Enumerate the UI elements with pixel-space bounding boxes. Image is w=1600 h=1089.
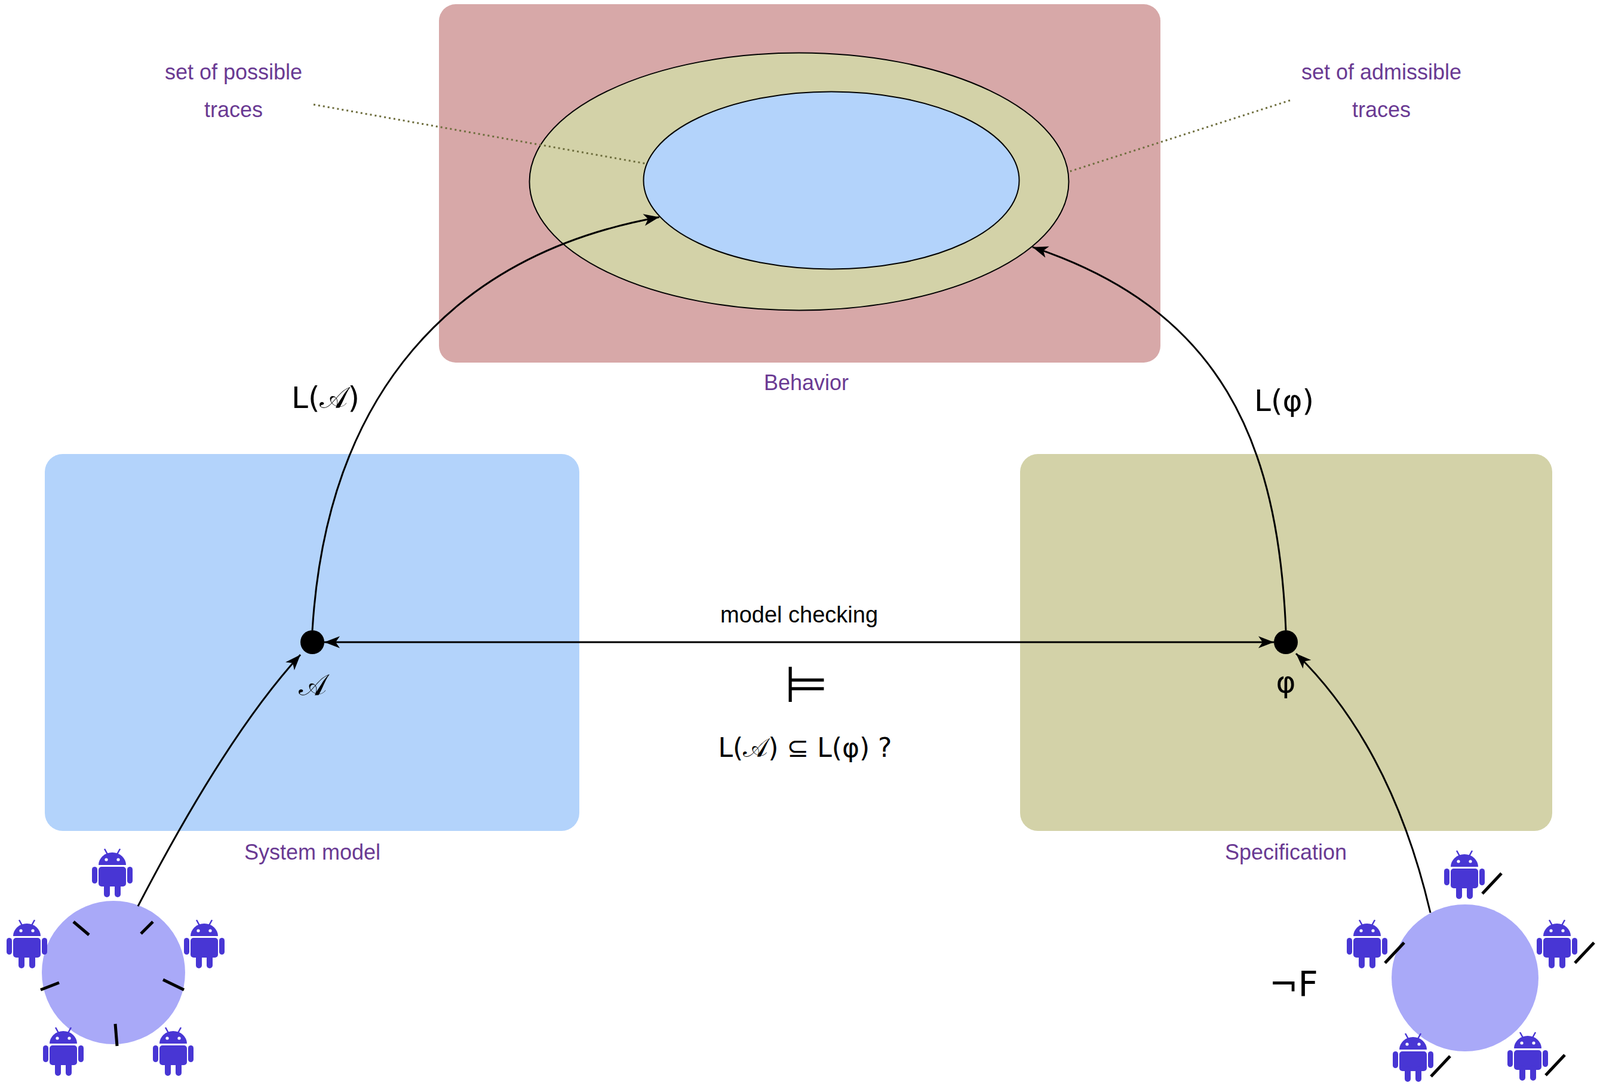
formula-dot: φ: [1273, 630, 1298, 654]
robot: [43, 1027, 84, 1076]
node-label-slot: Specification: [1224, 839, 1347, 865]
chopstick: [1545, 1054, 1565, 1076]
edge-label-slot: model checking: [720, 601, 878, 629]
edge-label: model checking: [720, 601, 878, 629]
node-label: System model: [244, 839, 381, 865]
robot: [1536, 919, 1578, 969]
specification-box: Specificationφ: [1020, 453, 1553, 831]
node-label-slot: System model: [244, 839, 381, 865]
node-label: φ: [1276, 664, 1297, 700]
chopstick: [1482, 873, 1502, 894]
chopstick: [115, 1023, 118, 1046]
robot: [1346, 919, 1388, 969]
ellipse-outline: [642, 90, 1021, 270]
robot: [1444, 850, 1485, 899]
robot: [91, 848, 133, 898]
chopstick: [1574, 942, 1595, 963]
chopstick: [1430, 1055, 1451, 1077]
edge-label: L(φ): [1254, 382, 1314, 419]
node-label: Behavior: [763, 369, 849, 396]
possible-set: set of possible traces: [642, 90, 1021, 270]
node-label: Specification: [1224, 839, 1347, 865]
connector: [1032, 247, 1286, 631]
model-dot: 𝒜: [300, 630, 325, 654]
free-label: ⊨: [784, 659, 828, 710]
table: [1391, 904, 1539, 1052]
node-label-slot: φ: [1276, 664, 1297, 700]
node-label: set of possible traces: [134, 53, 333, 129]
chopstick: [163, 979, 184, 990]
chopstick: [40, 982, 60, 990]
edge-label-slot: L(φ): [1254, 382, 1314, 419]
chopstick: [140, 921, 153, 934]
abstraction-arrow: [137, 654, 301, 907]
abstraction-arrow: [1296, 653, 1431, 913]
ellipse-shape: [643, 91, 1020, 270]
free-label-slot: ⊨: [784, 659, 828, 710]
chopstick: [1384, 942, 1405, 963]
node-label-slot: 𝒜: [298, 667, 327, 703]
free-label-slot: L(𝒜) ⊆ L(φ) ?: [718, 732, 893, 764]
node-label: 𝒜: [298, 667, 327, 703]
leader-line: [313, 104, 647, 164]
free-label-slot: ¬F: [1269, 963, 1319, 1006]
robot: [152, 1027, 194, 1076]
edge-label: L(𝒜): [291, 379, 360, 416]
table: [41, 900, 186, 1044]
ellipse-shape: [529, 53, 1070, 311]
robot: [1392, 1033, 1434, 1082]
free-label: L(𝒜) ⊆ L(φ) ?: [718, 732, 893, 764]
edge-label-slot: L(𝒜): [291, 379, 360, 416]
behavior-box: Behaviorset of admissible tracesset of p…: [438, 4, 1161, 363]
admissible-set: set of admissible tracesset of possible …: [528, 51, 1070, 312]
robot: [183, 919, 225, 969]
connector: [312, 217, 660, 631]
system-model-box: System model𝒜: [44, 453, 580, 831]
robot: [6, 919, 48, 969]
node-label-slot: set of admissible traces: [1282, 53, 1480, 129]
free-label: ¬F: [1269, 963, 1319, 1006]
chopstick: [73, 921, 89, 935]
node-label: set of admissible traces: [1282, 53, 1480, 129]
robot: [1507, 1032, 1549, 1081]
connector: [324, 641, 1274, 644]
leader-line: [1069, 100, 1291, 172]
node-label-slot: Behavior: [763, 369, 849, 396]
node-label-slot: set of possible traces: [134, 53, 333, 129]
